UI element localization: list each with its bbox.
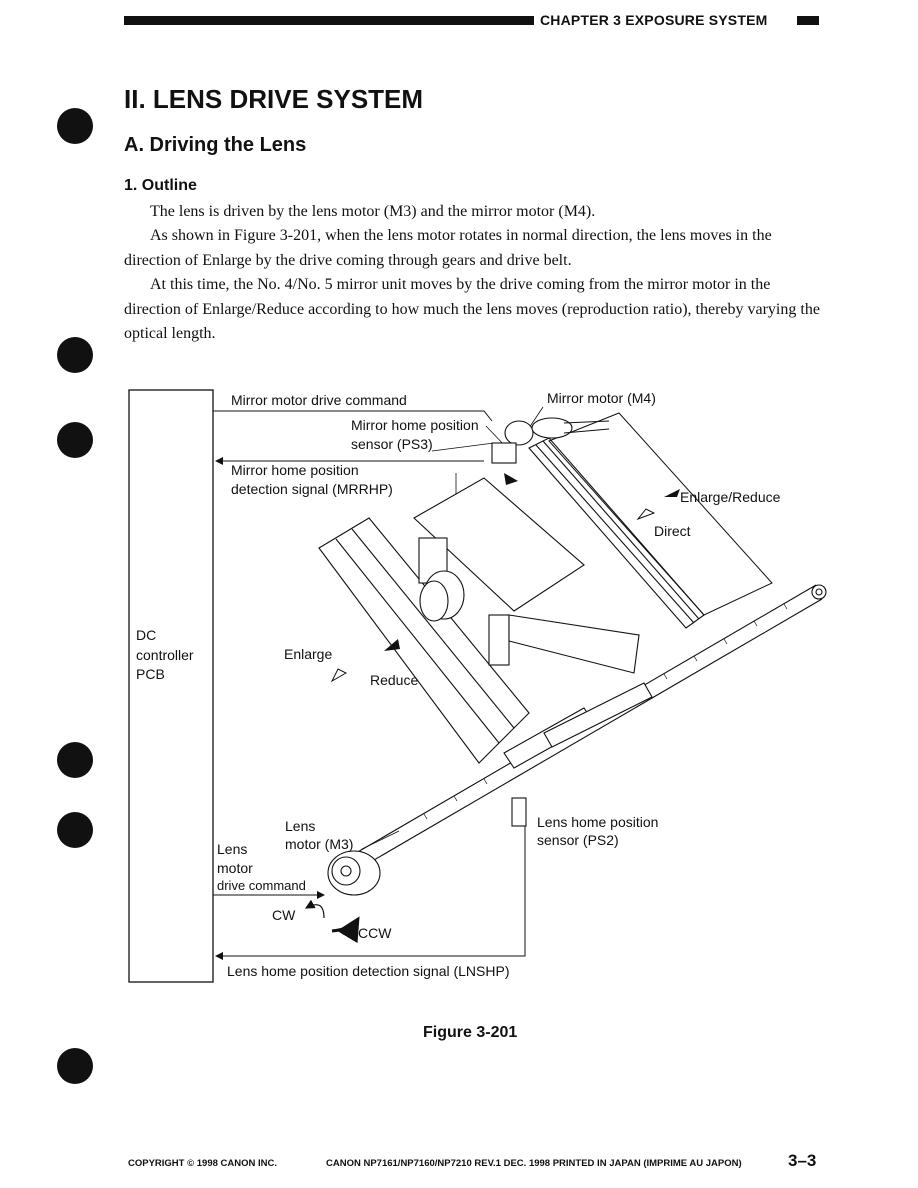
lens-motor-label: Lens <box>285 818 315 834</box>
lens <box>419 570 465 622</box>
binder-hole <box>57 812 93 848</box>
mirror-motor-label: Mirror motor (M4) <box>547 390 656 406</box>
lnshp-line <box>215 803 526 960</box>
subsection-title: A. Driving the Lens <box>124 134 307 156</box>
mirror-guide <box>548 412 773 616</box>
footer-copyright: COPYRIGHT © 1998 CANON INC. <box>128 1158 277 1169</box>
lens-cmd-label: Lens <box>217 841 247 857</box>
ps3-label: Mirror home position <box>351 417 479 433</box>
header-rule <box>124 16 534 25</box>
page-number: 3–3 <box>788 1151 817 1170</box>
chapter-header: CHAPTER 3 EXPOSURE SYSTEM <box>540 12 768 28</box>
mrrhp-label: Mirror home position <box>231 462 359 478</box>
paragraph: The lens is driven by the lens motor (M3… <box>150 203 596 220</box>
enlarge-label: Enlarge <box>284 646 332 662</box>
lens-drive-diagram: DC controller PCB Mirror motor drive com… <box>128 389 827 983</box>
ps2-label: Lens home position <box>537 814 658 830</box>
dc-label: PCB <box>136 666 165 682</box>
enlarge-reduce-label: Enlarge/Reduce <box>680 489 781 505</box>
paragraph: At this time, the No. 4/No. 5 mirror uni… <box>124 276 820 343</box>
figure-caption: Figure 3-201 <box>423 1024 518 1041</box>
binder-hole <box>57 108 93 144</box>
dc-label: controller <box>136 647 194 663</box>
footer-model: CANON NP7161/NP7160/NP7210 REV.1 DEC. 19… <box>326 1158 742 1169</box>
lens-cmd-label: motor <box>217 860 253 876</box>
mrrhp-label: detection signal (MRRHP) <box>231 481 393 497</box>
lens-motor-m3 <box>327 850 381 896</box>
mirror-cmd-label: Mirror motor drive command <box>231 392 407 408</box>
base-rail <box>318 517 530 764</box>
ccw-label: CCW <box>358 925 392 941</box>
ps3-label: sensor (PS3) <box>351 436 433 452</box>
binder-hole <box>57 742 93 778</box>
body-text: The lens is driven by the lens motor (M3… <box>124 200 824 346</box>
direct-label: Direct <box>654 523 691 539</box>
lens-carriage <box>503 682 653 769</box>
mirror-cmd-line <box>213 410 493 422</box>
mirror-motor-m4 <box>491 417 610 464</box>
mirror-unit <box>413 477 640 674</box>
outline-heading: 1. Outline <box>124 177 197 194</box>
dc-controller-box <box>128 389 214 983</box>
binder-hole <box>57 422 93 458</box>
header-rule-end <box>797 16 819 25</box>
lnshp-label: Lens home position detection signal (LNS… <box>227 963 510 979</box>
binder-hole <box>57 1048 93 1084</box>
section-title: II. LENS DRIVE SYSTEM <box>124 84 424 114</box>
lens-home-sensor-ps2 <box>511 797 527 827</box>
binder-hole <box>57 337 93 373</box>
direction-arrows <box>304 473 680 944</box>
cw-label: CW <box>272 907 296 923</box>
reduce-label: Reduce <box>370 672 418 688</box>
lens-cmd-label: drive command <box>217 878 306 893</box>
dc-label: DC <box>136 627 156 643</box>
lens-motor-label: motor (M3) <box>285 836 353 852</box>
paragraph: As shown in Figure 3-201, when the lens … <box>124 227 772 269</box>
ps2-label: sensor (PS2) <box>537 832 619 848</box>
